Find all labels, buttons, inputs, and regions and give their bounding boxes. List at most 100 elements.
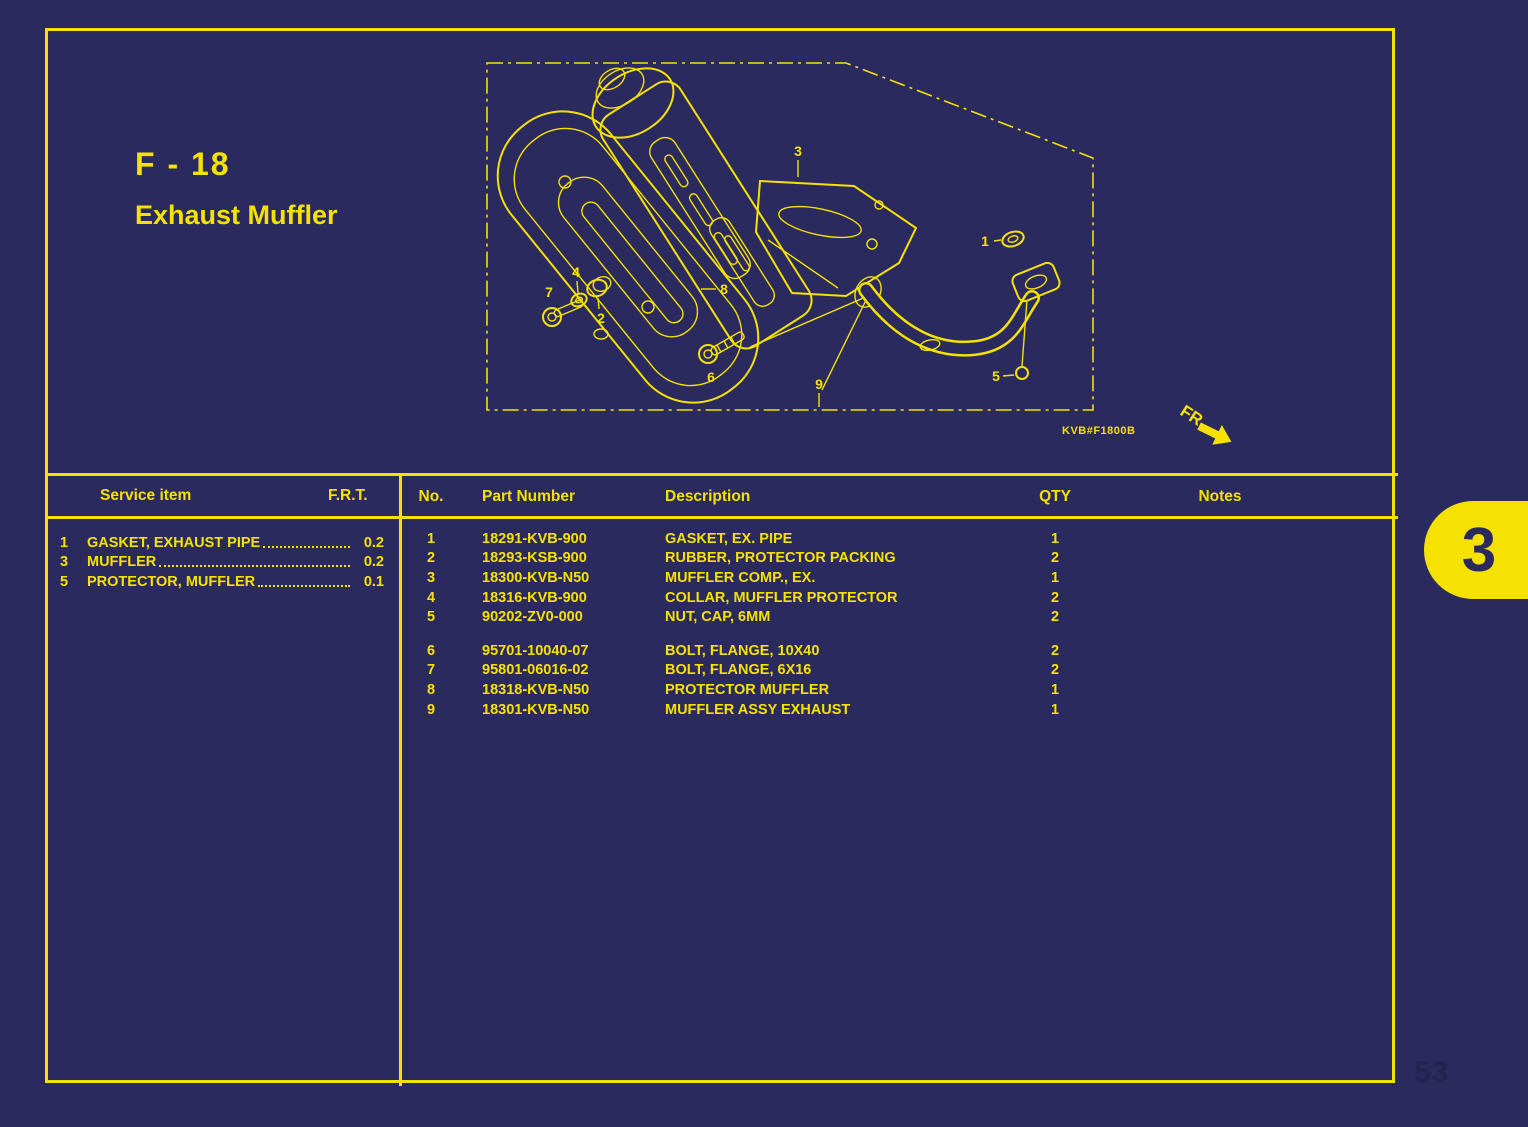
callout-1: 1 [981, 233, 989, 249]
parts-row: 5 90202-ZV0-000 NUT, CAP, 6MM 2 [405, 607, 1390, 627]
parts-table: 1 18291-KVB-900 GASKET, EX. PIPE 1 2 182… [405, 529, 1390, 719]
parts-row: 4 18316-KVB-900 COLLAR, MUFFLER PROTECTO… [405, 588, 1390, 608]
part-number: 95801-06016-02 [482, 662, 589, 679]
parts-row: 6 95701-10040-07 BOLT, FLANGE, 10X40 2 [405, 641, 1390, 661]
assembly-line [749, 295, 869, 348]
gasket-outline [1001, 230, 1025, 248]
parts-row: 2 18293-KSB-900 RUBBER, PROTECTOR PACKIN… [405, 549, 1390, 569]
muffler-slot-strip-2 [708, 217, 776, 307]
part-no: 6 [426, 642, 436, 659]
diagram-reference-code: KVB#F1800B [1062, 425, 1136, 437]
muffler-inlet-nub [598, 67, 626, 91]
shield-hole [593, 328, 609, 340]
muffler-endcap-inner [595, 67, 645, 109]
service-table: 1 GASKET, EXHAUST PIPE 0.2 3 MUFFLER 0.2… [60, 531, 384, 590]
bolt-head-inner [703, 349, 713, 359]
callout-8: 8 [720, 281, 728, 297]
diagram-boundary [486, 62, 1094, 411]
mounting-bracket-outline [754, 179, 918, 298]
part-qty: 2 [1050, 550, 1060, 567]
pipe-ring [919, 338, 941, 352]
part-qty: 1 [1050, 681, 1060, 698]
page-number: 53 [1414, 1056, 1450, 1089]
parts-row: 3 18300-KVB-N50 MUFFLER COMP., EX. 1 [405, 568, 1390, 588]
muffler-protector-outline [496, 110, 760, 404]
washer [570, 292, 588, 308]
fr-direction-indicator: FR. [1177, 401, 1232, 445]
dotted-leader [258, 584, 350, 587]
bolt-head [542, 307, 562, 327]
leader-4 [576, 280, 579, 294]
shield-hole [558, 175, 572, 189]
part-qty: 2 [1050, 609, 1060, 626]
parts-row: 9 18301-KVB-N50 MUFFLER ASSY EXHAUST 1 [405, 700, 1390, 720]
muffler-body-outline [599, 80, 813, 350]
parts-header-notes: Notes [1198, 488, 1242, 505]
callout-7: 7 [545, 284, 553, 300]
part-description: MUFFLER COMP., EX. [665, 569, 816, 586]
service-row-item: GASKET, EXHAUST PIPE [87, 534, 261, 551]
callout-2: 2 [597, 310, 605, 326]
table-column-divider [399, 473, 402, 1086]
parts-header-part-number: Part Number [482, 488, 576, 505]
table-header-rule [45, 516, 1398, 519]
part-description: COLLAR, MUFFLER PROTECTOR [665, 589, 898, 606]
part-number: 95701-10040-07 [482, 642, 589, 659]
part-qty: 1 [1050, 701, 1060, 718]
callout-9: 9 [815, 376, 823, 392]
leader-5 [1002, 374, 1015, 377]
parts-row: 7 95801-06016-02 BOLT, FLANGE, 6X16 2 [405, 661, 1390, 681]
part-description: BOLT, FLANGE, 10X40 [665, 642, 820, 659]
gasket-inner [1007, 235, 1019, 243]
service-row-item: PROTECTOR, MUFFLER [87, 573, 256, 590]
part-description: BOLT, FLANGE, 6X16 [665, 662, 812, 679]
part-no: 7 [426, 662, 436, 679]
part-no: 9 [426, 701, 436, 718]
bolt-head [698, 344, 718, 364]
service-row-item: MUFFLER [87, 554, 157, 570]
part-no: 4 [426, 589, 436, 606]
parts-header-description: Description [665, 488, 751, 505]
cap-nut [1015, 366, 1029, 380]
section-code: F - 18 [135, 146, 231, 182]
service-row-no: 1 [60, 534, 69, 551]
leader-2 [597, 297, 600, 310]
service-row: 1 GASKET, EXHAUST PIPE 0.2 [60, 531, 384, 551]
parts-header-qty: QTY [1039, 488, 1071, 505]
part-number: 90202-ZV0-000 [482, 609, 583, 626]
leader-1 [993, 239, 1002, 242]
service-row-no: 5 [60, 573, 69, 590]
assembly-line [821, 295, 869, 391]
part-no: 5 [426, 609, 436, 626]
callout-5: 5 [992, 368, 1000, 384]
part-number: 18293-KSB-900 [482, 550, 587, 567]
parts-diagram: 1 2 3 4 5 6 7 8 9 [486, 62, 1094, 411]
part-description: NUT, CAP, 6MM [665, 609, 771, 626]
parts-row: 8 18318-KVB-N50 PROTECTOR MUFFLER 1 [405, 680, 1390, 700]
service-row-frt: 0.1 [363, 573, 384, 590]
dotted-leader [263, 545, 350, 548]
table-top-rule [45, 473, 1398, 476]
muffler-endcap [591, 67, 675, 139]
service-table-header-item: Service item [100, 487, 192, 504]
part-no: 3 [426, 569, 436, 586]
part-description: PROTECTOR MUFFLER [665, 681, 830, 698]
parts-row: 1 18291-KVB-900 GASKET, EX. PIPE 1 [405, 529, 1390, 549]
collar-inner [592, 276, 612, 292]
part-number: 18318-KVB-N50 [482, 681, 590, 698]
callout-6: 6 [707, 369, 715, 385]
part-description: GASKET, EX. PIPE [665, 530, 793, 547]
service-table-header-frt: F.R.T. [328, 487, 368, 504]
service-row: 5 PROTECTOR, MUFFLER 0.1 [60, 570, 384, 590]
part-no: 2 [426, 550, 436, 567]
page-frame-border [45, 28, 1395, 1083]
shield-hole [641, 300, 655, 314]
part-number: 18301-KVB-N50 [482, 701, 590, 718]
fr-arrow-icon [1197, 422, 1232, 445]
washer-inner [574, 296, 584, 304]
pipe-flange [1011, 261, 1061, 303]
service-row-no: 3 [60, 554, 69, 570]
part-no: 1 [426, 530, 436, 547]
part-description: MUFFLER ASSY EXHAUST [665, 701, 851, 718]
